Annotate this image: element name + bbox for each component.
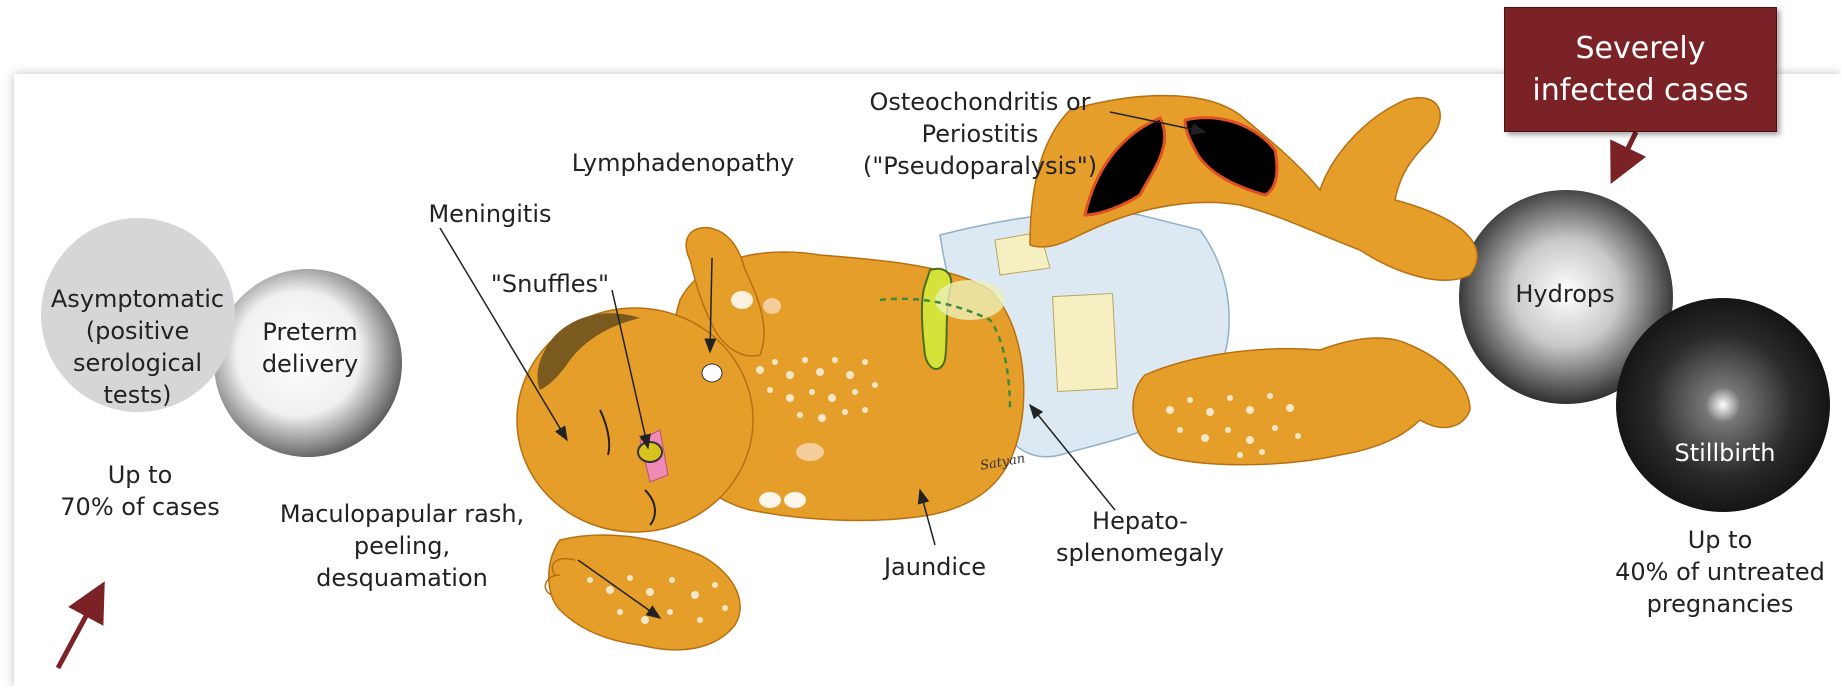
asymptomatic-label: Asymptomatic (positive serological tests… — [35, 283, 240, 411]
snuffles-label: "Snuffles" — [475, 268, 625, 300]
rash-label: Maculopapular rash, peeling, desquamatio… — [262, 498, 542, 594]
stillbirth-circle — [1616, 298, 1830, 512]
severe-cases-callout: Severely infected cases — [1504, 7, 1777, 132]
hydrops-label: Hydrops — [1500, 278, 1630, 310]
jaundice-label: Jaundice — [865, 551, 1005, 583]
left-stat: Up to 70% of cases — [40, 459, 240, 523]
preterm-label: Preterm delivery — [240, 316, 380, 380]
meningitis-label: Meningitis — [410, 198, 570, 230]
hepato-label: Hepato- splenomegaly — [1040, 505, 1240, 569]
osteochondritis-label: Osteochondritis or Periostitis ("Pseudop… — [845, 86, 1115, 182]
stillbirth-label: Stillbirth — [1655, 437, 1795, 469]
lymphadenopathy-label: Lymphadenopathy — [548, 147, 818, 179]
right-stat: Up to 40% of untreated pregnancies — [1600, 524, 1840, 620]
